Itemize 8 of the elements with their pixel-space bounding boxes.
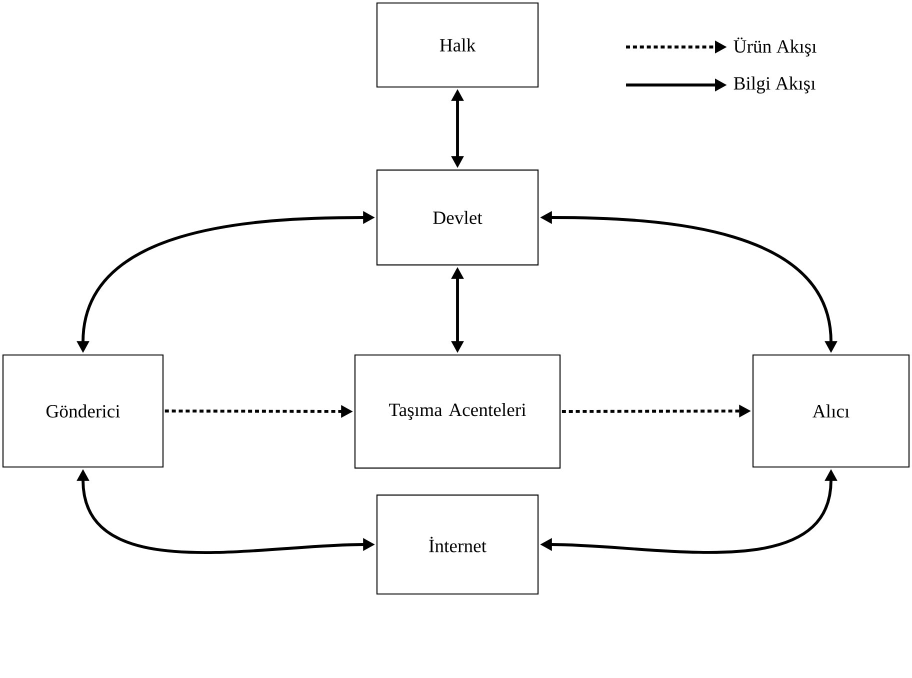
process-box: Alıcı: [752, 354, 910, 468]
process-box: Devlet: [376, 170, 539, 266]
process-box: Gönderici: [2, 354, 164, 468]
process-box: Halk: [376, 2, 539, 88]
legend-label: Ürün Akışı: [734, 37, 816, 57]
process-box: Taşıma Acenteleri: [354, 354, 561, 469]
legend-label: Bilgi Akışı: [734, 76, 816, 94]
process-box: İnternet: [376, 494, 539, 594]
